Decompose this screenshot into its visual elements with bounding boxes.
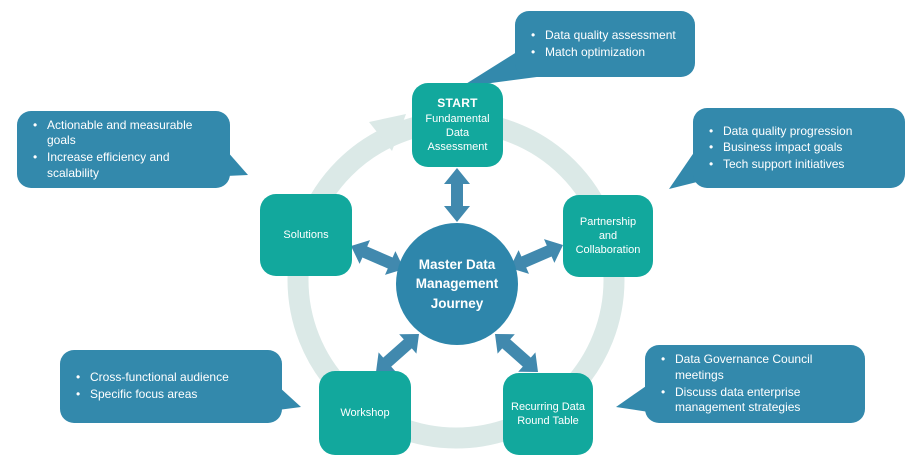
arrow-workshop-hub-icon (376, 334, 419, 372)
node-workshop: Workshop (319, 371, 411, 455)
node-recurring-data-round-table: Recurring Data Round Table (503, 373, 593, 455)
callout-item: Data quality progression (709, 124, 895, 140)
hub-master-data-management-journey: Master Data Management Journey (396, 223, 518, 345)
cycle-arrow-icon (369, 114, 406, 151)
callout-item: Data Governance Council meetings (661, 352, 855, 383)
node-solutions: Solutions (260, 194, 352, 276)
node-label: Solutions (283, 228, 329, 241)
node-title: START (437, 96, 478, 111)
callout-workshop: Cross-functional audience Specific focus… (60, 350, 282, 423)
hub-label: Master Data Management Journey (415, 256, 499, 311)
callout-recurring: Data Governance Council meetings Discuss… (645, 345, 865, 423)
node-label: Partnership and Collaboration (575, 215, 641, 257)
node-label: Workshop (340, 406, 390, 419)
callout-item: Actionable and measurable goals (33, 118, 220, 149)
callout-item: Data quality assessment (531, 28, 685, 44)
arrow-recurring-hub-icon (495, 334, 538, 372)
callout-list: Cross-functional audience Specific focus… (76, 369, 272, 403)
callout-list: Data quality assessment Match optimizati… (531, 27, 685, 61)
callout-item: Business impact goals (709, 140, 895, 156)
node-partnership-and-collaboration: Partnership and Collaboration (563, 195, 653, 277)
callout-tail (226, 150, 248, 176)
callout-item: Cross-functional audience (76, 370, 272, 386)
callout-list: Actionable and measurable goals Increase… (33, 117, 220, 182)
arrow-start-hub-icon (444, 168, 470, 222)
callout-list: Data Governance Council meetings Discuss… (661, 351, 855, 416)
callout-item: Increase efficiency and scalability (33, 150, 220, 181)
arrow-partnership-hub-icon (510, 239, 563, 274)
callout-list: Data quality progression Business impact… (709, 123, 895, 174)
callout-item: Specific focus areas (76, 387, 272, 403)
callout-tail (278, 386, 301, 410)
arrow-solutions-hub-icon (351, 240, 404, 275)
node-label: Fundamental Data Assessment (425, 112, 490, 153)
callout-solutions: Actionable and measurable goals Increase… (17, 111, 230, 188)
callout-tail (616, 384, 649, 412)
callout-tail (669, 148, 697, 189)
node-start-fundamental-data-assessment: START Fundamental Data Assessment (412, 83, 503, 167)
callout-start-assessment: Data quality assessment Match optimizati… (515, 11, 695, 77)
callout-partnership: Data quality progression Business impact… (693, 108, 905, 188)
callout-item: Tech support initiatives (709, 157, 895, 173)
node-label: Recurring Data Round Table (511, 400, 585, 427)
callout-item: Discuss data enterprise management strat… (661, 385, 855, 416)
callout-item: Match optimization (531, 45, 685, 61)
